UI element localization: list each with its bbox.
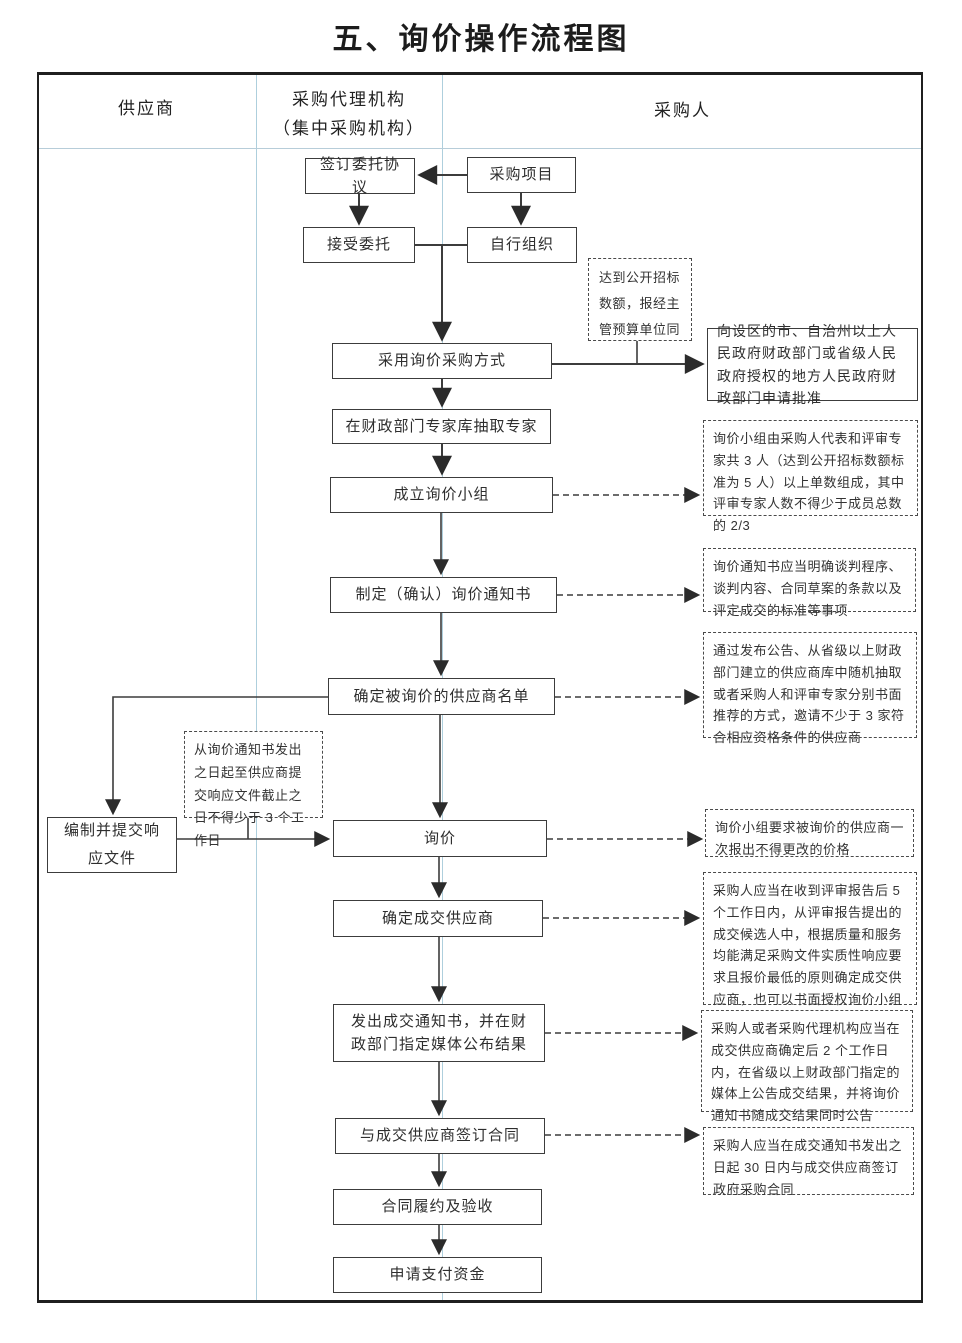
note-announce-result: 采购人或者采购代理机构应当在成交供应商确定后 2 个工作日内，在省级以上财政部门… xyxy=(701,1010,913,1123)
arrow-list-to-prepare-response xyxy=(105,696,328,816)
note-open-tender-threshold: 达到公开招标数额，报经主管预算单位同 xyxy=(588,258,692,341)
node-apply-approval: 向设区的市、自治州以上人民政府财政部门或省级人民政府授权的地方人民政府财政部门申… xyxy=(707,323,918,406)
note-one-time-quote: 询价小组要求被询价的供应商一次报出不得更改的价格 xyxy=(705,809,914,857)
node-form-inquiry-group: 成立询价小组 xyxy=(330,477,553,513)
note-notice-content: 询价通知书应当明确谈判程序、谈判内容、合同草案的条款以及评定成交的标准等事项 xyxy=(703,548,916,618)
note-supplier-selection: 通过发布公告、从省级以上财政部门建立的供应商库中随机抽取或者采购人和评审专家分别… xyxy=(703,632,917,745)
chart-frame xyxy=(37,72,923,1303)
node-contract-acceptance: 合同履约及验收 xyxy=(333,1189,542,1225)
node-issue-deal-notice: 发出成交通知书，并在财政部门指定媒体公布结果 xyxy=(333,1004,545,1062)
node-inquiry: 询价 xyxy=(333,820,547,857)
node-prepare-response: 编制并提交响应文件 xyxy=(47,817,177,873)
lane-header-agency: 采购代理机构 （集中采购机构） xyxy=(256,86,442,144)
note-contract-deadline: 采购人应当在成交通知书发出之日起 30 日内与成交供应商签订政府采购合同 xyxy=(703,1127,914,1197)
node-make-inquiry-notice: 制定（确认）询价通知书 xyxy=(330,577,557,613)
lane-divider-supplier-agency xyxy=(256,75,257,1300)
node-procurement-project: 采购项目 xyxy=(467,157,576,193)
node-self-organize: 自行组织 xyxy=(467,227,577,263)
note-group-composition: 询价小组由采购人代表和评审专家共 3 人（达到公开招标数额标准为 5 人）以上单… xyxy=(703,420,918,533)
lane-header-supplier: 供应商 xyxy=(118,99,175,118)
note-deal-determination: 采购人应当在收到评审报告后 5 个工作日内，从评审报告提出的成交候选人中，根据质… xyxy=(703,872,917,1029)
lane-header-separator xyxy=(39,148,921,149)
note-response-deadline: 从询价通知书发出之日起至供应商提交响应文件截止之日不得少于 3 个工作日 xyxy=(184,731,323,848)
node-adopt-inquiry-method: 采用询价采购方式 xyxy=(332,343,552,379)
lane-header-agency-line1: 采购代理机构 xyxy=(292,90,406,109)
node-extract-experts: 在财政部门专家库抽取专家 xyxy=(332,409,551,444)
node-determine-supplier-list: 确定被询价的供应商名单 xyxy=(328,678,555,715)
page-title: 五、询价操作流程图 xyxy=(332,23,630,56)
lane-header-agency-line2: （集中采购机构） xyxy=(273,118,425,138)
lane-header-purchaser: 采购人 xyxy=(654,101,711,120)
node-apply-payment: 申请支付资金 xyxy=(333,1257,542,1293)
node-sign-agreement: 签订委托协议 xyxy=(305,156,415,196)
node-sign-contract: 与成交供应商签订合同 xyxy=(335,1118,545,1154)
node-accept-entrust: 接受委托 xyxy=(303,227,415,263)
node-determine-deal-supplier: 确定成交供应商 xyxy=(333,900,543,937)
